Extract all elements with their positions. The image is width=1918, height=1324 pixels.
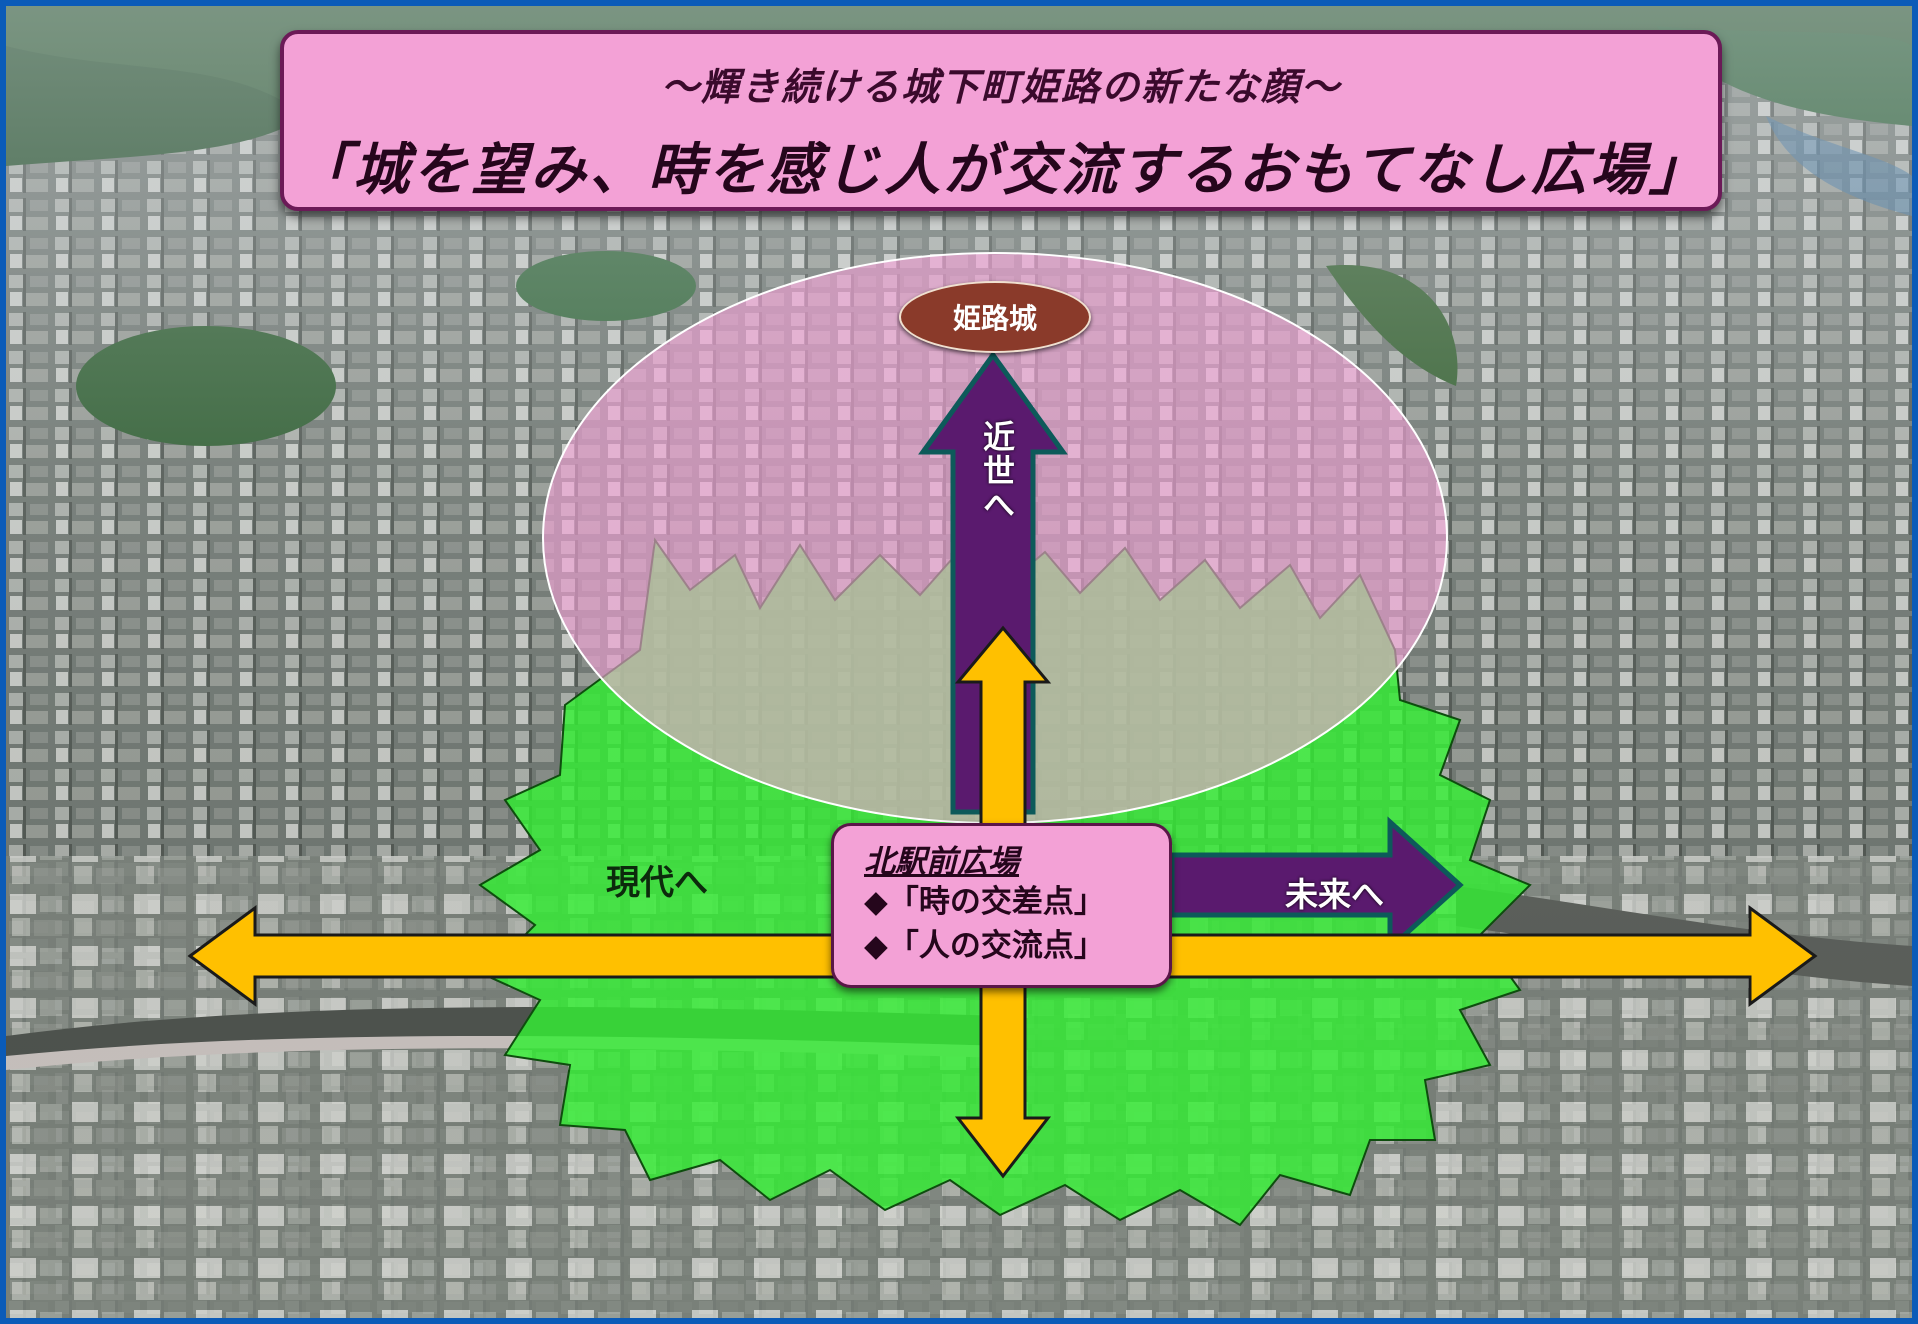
future-arrow-label: 未来へ — [1285, 875, 1384, 914]
banner-subtitle: ～輝き続ける城下町姫路の新たな顔～ — [660, 65, 1341, 109]
north-station-plaza-box: 北駅前広場 ◆「時の交差点」 ◆「人の交流点」 — [831, 823, 1172, 988]
future-arrow — [1169, 816, 1464, 954]
himeji-castle-label: 姫路城 — [899, 281, 1091, 353]
plaza-title: 北駅前広場 — [864, 844, 1019, 880]
edo-arrow — [918, 350, 1068, 815]
title-banner: ～輝き続ける城下町姫路の新たな顔～ 「城を望み、時を感じ人が交流するおもてなし広… — [280, 30, 1722, 211]
edo-arrow-label: 近世へ — [978, 420, 1016, 522]
banner-title: 「城を望み、時を感じ人が交流するおもてなし広場」 — [294, 138, 1708, 203]
plaza-line-people-exchange: ◆「人の交流点」 — [864, 928, 1105, 964]
plaza-line-time-crossing: ◆「時の交差点」 — [864, 884, 1105, 920]
present-arrow-label: 現代へ — [606, 863, 708, 903]
